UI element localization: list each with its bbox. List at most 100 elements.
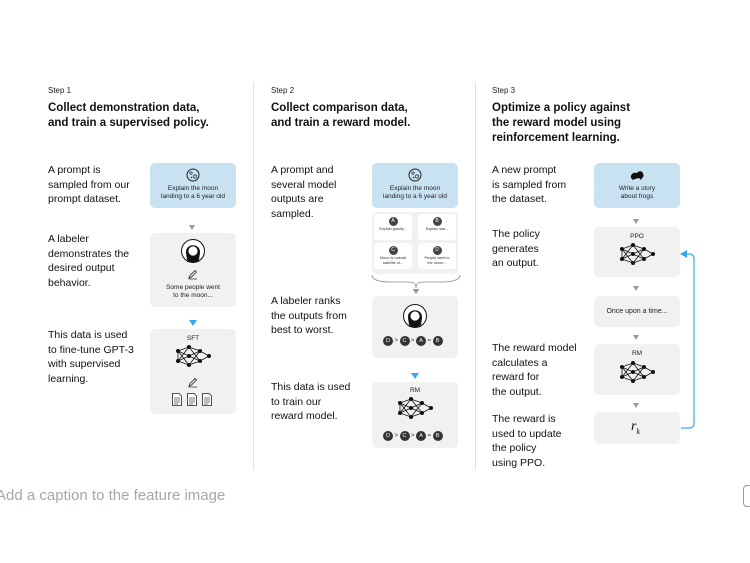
labeler-text-line: Some people went xyxy=(166,284,220,291)
rank-letter: A xyxy=(416,336,427,346)
step3-desc-reward-model: The reward model calculates a reward for… xyxy=(492,341,577,399)
desc-line: best to worst. xyxy=(271,324,334,336)
rank-symbol: > xyxy=(394,433,399,439)
rm-label: RM xyxy=(409,387,421,394)
rank-letter: D xyxy=(383,431,393,441)
prompt-text-line: Explain the moon xyxy=(389,185,441,192)
ppo-label: PPO xyxy=(630,233,644,240)
desc-line: prompt dataset. xyxy=(48,193,121,205)
step3-label: Step 3 xyxy=(492,86,516,95)
desc-line: The policy xyxy=(492,228,540,240)
desc-line: generates xyxy=(492,242,539,255)
rank-letter: B xyxy=(432,336,443,346)
rank-letter: A xyxy=(416,431,427,441)
step3-title: Optimize a policy against the reward mod… xyxy=(492,101,692,146)
option-text: People went to xyxy=(424,256,450,260)
step1-prompt-card: Explain the moon landing to a 6 year old xyxy=(150,163,236,208)
desc-line: The reward model xyxy=(492,342,577,354)
neural-net-icon xyxy=(398,397,434,420)
desc-line: is sampled from xyxy=(492,178,567,191)
reward-symbol: r xyxy=(631,419,637,434)
desc-line: to fine-tune GPT-3 xyxy=(48,343,134,356)
desc-line: A labeler ranks xyxy=(271,295,341,307)
document-icon xyxy=(172,393,182,406)
column-divider-1 xyxy=(253,82,254,470)
rank-letter: D xyxy=(383,336,393,346)
step1-title-line2: and train a supervised policy. xyxy=(48,117,209,129)
desc-line: used to update xyxy=(492,427,562,440)
flow-arrow-blue xyxy=(411,373,419,379)
option-letter: C xyxy=(388,246,398,255)
option-text: Moon is natural xyxy=(380,256,406,260)
option-text: Explain war... xyxy=(425,227,449,231)
step1-title-line1: Collect demonstration data, xyxy=(48,102,200,114)
output-option-a: A Explain gravity... xyxy=(374,214,412,240)
rank-letter: C xyxy=(399,336,410,346)
step3-desc-prompt: A new prompt is sampled from the dataset… xyxy=(492,163,566,207)
caption-input[interactable]: Add a caption to the feature image xyxy=(0,487,226,504)
step2-desc-train: This data is used to train our reward mo… xyxy=(271,380,350,424)
moon-icon xyxy=(408,168,422,182)
desc-line: the policy xyxy=(492,442,537,454)
step1-desc-labeler: A labeler demonstrates the desired outpu… xyxy=(48,232,129,290)
desc-line: demonstrates the xyxy=(48,247,130,260)
pencil-icon xyxy=(188,378,198,388)
prompt-text-line: about frogs xyxy=(620,193,654,200)
flow-arrow xyxy=(633,219,639,224)
ranking-row: D>C>A=B xyxy=(383,336,443,348)
desc-line: sampled. xyxy=(271,207,314,220)
step2-prompt-card: Explain the moon landing to a 6 year old xyxy=(372,163,458,208)
reward-value: rk xyxy=(631,419,640,436)
desc-line: This data is used xyxy=(271,381,351,393)
labeler-text-line: to the moon... xyxy=(173,292,213,299)
step3-output-card: Once upon a time... xyxy=(594,296,680,327)
corner-button[interactable] xyxy=(743,485,750,507)
rank-symbol: > xyxy=(411,338,415,344)
option-letter: D xyxy=(432,246,442,255)
column-divider-2 xyxy=(475,82,476,470)
document-icon xyxy=(202,393,212,406)
flow-arrow-blue xyxy=(189,320,197,326)
desc-line: This data is used xyxy=(48,329,128,341)
pencil-icon xyxy=(188,270,198,280)
output-text: Once upon a time... xyxy=(606,308,668,315)
option-text: satellite of... xyxy=(382,260,404,265)
step2-desc-sample: A prompt and several model outputs are s… xyxy=(271,163,336,221)
step3-title-line3: reinforcement learning. xyxy=(492,132,620,144)
frog-icon xyxy=(630,171,644,180)
neural-net-icon xyxy=(176,345,212,368)
rank-symbol: > xyxy=(394,338,399,344)
flow-arrow xyxy=(633,335,639,340)
neural-net-icon xyxy=(620,361,656,384)
desc-line: calculates a xyxy=(492,356,548,369)
step1-desc-finetune: This data is used to fine-tune GPT-3 wit… xyxy=(48,328,134,386)
reward-subscript: k xyxy=(636,426,641,436)
prompt-text-line: Explain the moon xyxy=(167,185,219,192)
rank-symbol: > xyxy=(411,433,415,439)
flow-arrow xyxy=(633,286,639,291)
step3-reward-card: rk xyxy=(594,412,680,444)
desc-line: learning. xyxy=(48,372,89,385)
desc-line: A new prompt xyxy=(492,164,557,176)
desc-line: sampled from our xyxy=(48,178,130,191)
step3-title-line1: Optimize a policy against xyxy=(492,102,631,114)
desc-line: an output. xyxy=(492,257,539,269)
desc-line: several model xyxy=(271,178,337,191)
desc-line: with supervised xyxy=(48,358,121,370)
step3-desc-update: The reward is used to update the policy … xyxy=(492,412,561,470)
step1-desc-prompt: A prompt is sampled from our prompt data… xyxy=(48,163,130,207)
desc-line: reward for xyxy=(492,371,540,383)
document-icon xyxy=(187,393,197,406)
desc-line: behavior. xyxy=(48,276,91,289)
desc-line: desired output xyxy=(48,262,115,274)
person-icon xyxy=(181,239,205,263)
option-text: the moon... xyxy=(427,260,447,265)
flow-arrow xyxy=(633,403,639,408)
step1-label: Step 1 xyxy=(48,86,72,95)
desc-line: A prompt and xyxy=(271,164,334,176)
step2-title-line2: and train a reward model. xyxy=(271,117,411,129)
option-text: Explain gravity... xyxy=(379,227,407,231)
step1-title: Collect demonstration data, and train a … xyxy=(48,101,248,131)
bracket-arrow xyxy=(371,274,461,294)
step2-title-line1: Collect comparison data, xyxy=(271,102,408,114)
